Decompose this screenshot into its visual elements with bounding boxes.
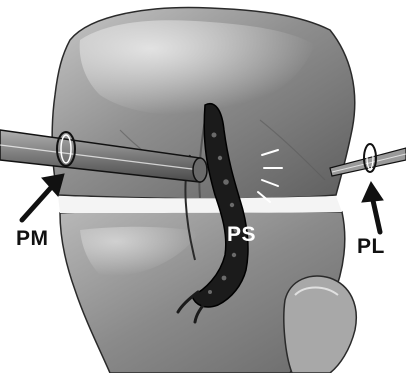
label-pl: PL <box>357 236 385 257</box>
arrow-pl-icon <box>362 182 383 232</box>
fibula-head <box>284 276 356 373</box>
label-pm: PM <box>16 228 49 249</box>
label-ps: PS <box>227 224 256 245</box>
arrow-pm-icon <box>22 174 64 220</box>
joint-space <box>58 196 342 213</box>
